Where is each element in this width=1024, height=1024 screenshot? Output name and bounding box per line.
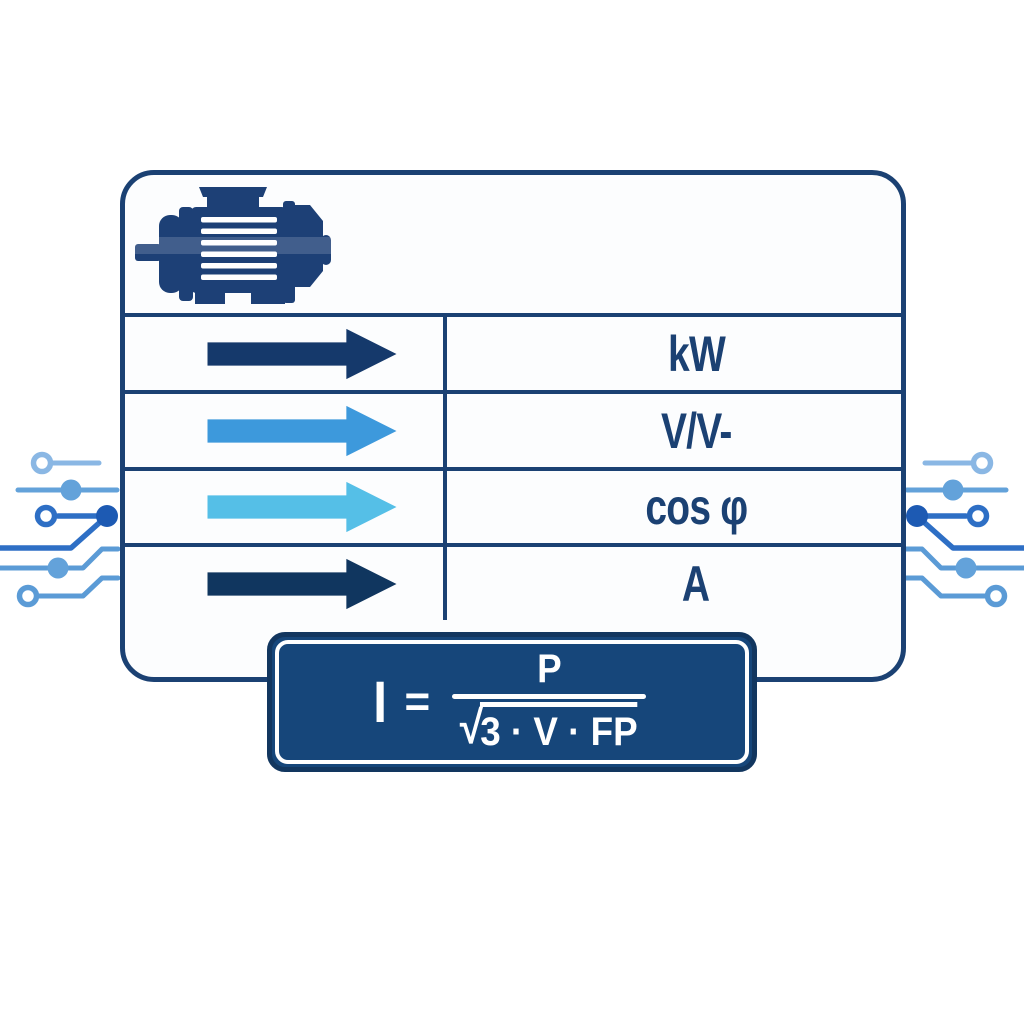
radical-sign: √ bbox=[459, 701, 484, 753]
arrow-shape bbox=[207, 405, 397, 456]
unit-label: kW bbox=[667, 325, 726, 382]
unit-label: A bbox=[682, 555, 710, 612]
arrow-cell bbox=[125, 547, 447, 620]
panel-header bbox=[125, 175, 901, 313]
motor-data-panel: kW V/V- cos φ bbox=[120, 170, 906, 682]
label-cell: cos φ bbox=[447, 471, 901, 543]
formula-numerator: P bbox=[536, 647, 562, 691]
table-row-power-factor: cos φ bbox=[125, 467, 901, 543]
unit-label: V/V- bbox=[660, 402, 732, 459]
right-arrow-icon bbox=[207, 558, 397, 609]
unit-label: cos φ bbox=[644, 479, 748, 535]
formula-equals: = bbox=[404, 677, 431, 726]
radicand: 3 · V · FP bbox=[480, 702, 638, 755]
fraction-bar bbox=[452, 694, 646, 699]
right-arrow-icon bbox=[207, 328, 397, 379]
right-arrow-icon bbox=[207, 405, 397, 456]
table-row-current: A bbox=[125, 543, 901, 620]
formula-denominator: √ 3 · V · FP bbox=[460, 702, 638, 755]
formula-lhs: I bbox=[373, 669, 388, 735]
electric-motor-icon bbox=[135, 187, 331, 304]
formula-box: I = P √ 3 · V · FP bbox=[267, 632, 757, 772]
label-cell: kW bbox=[447, 317, 901, 390]
formula: I = P √ 3 · V · FP bbox=[275, 640, 749, 764]
arrow-cell bbox=[125, 394, 447, 467]
label-cell: A bbox=[447, 547, 901, 620]
arrow-cell bbox=[125, 317, 447, 390]
arrow-shape bbox=[207, 481, 397, 533]
label-cell: V/V- bbox=[447, 394, 901, 467]
table-row-voltage: V/V- bbox=[125, 390, 901, 467]
formula-fraction: P √ 3 · V · FP bbox=[446, 649, 651, 755]
arrow-shape bbox=[207, 558, 397, 609]
arrow-cell bbox=[125, 471, 447, 543]
arrow-shape bbox=[207, 328, 397, 379]
table-row-power: kW bbox=[125, 313, 901, 390]
right-arrow-icon bbox=[207, 481, 397, 533]
